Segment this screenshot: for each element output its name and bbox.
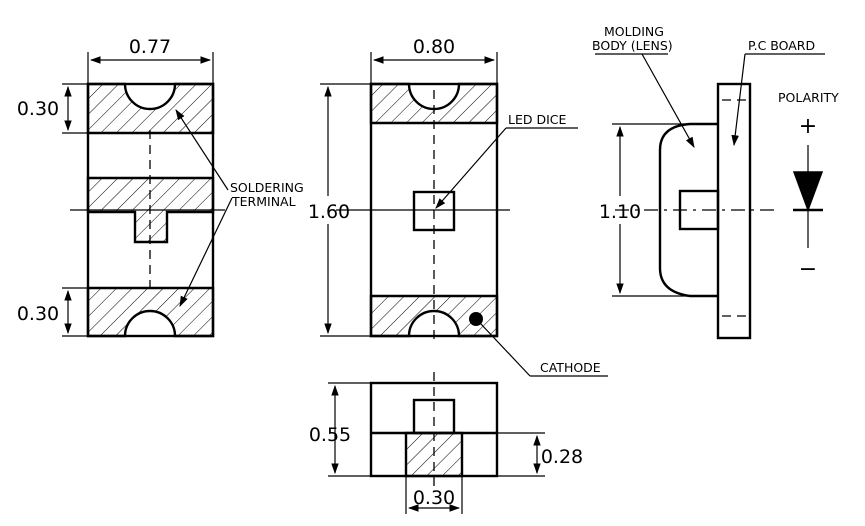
dim-terminal-top: 0.30: [17, 98, 59, 120]
label-polarity: POLARITY: [778, 90, 839, 105]
bottom-view: 0.77 0.30 0.30 SOLDERING TERMINAL: [17, 36, 304, 338]
cathode-mark: [469, 312, 483, 326]
pc-board: [716, 82, 752, 340]
profile-view: 1.10 MOLDING BODY (LENS) P.C BOARD: [592, 24, 825, 340]
dim-terminal-bottom: 0.30: [17, 303, 59, 325]
top-view-bottom-pad: [369, 294, 499, 338]
dim-width-mid: 0.80: [413, 36, 455, 58]
top-view: 0.80 1.60 LED DICE CATHODE: [308, 36, 608, 377]
label-soldering: SOLDERING: [230, 180, 304, 195]
dim-length: 1.60: [308, 201, 350, 223]
dim-side-width: 0.30: [413, 487, 455, 509]
label-led-dice: LED DICE: [508, 112, 567, 127]
polarity-minus: −: [799, 257, 817, 282]
molding-body-lens: [658, 122, 718, 298]
dim-width-left: 0.77: [129, 36, 171, 58]
polarity-plus: +: [799, 114, 817, 139]
label-terminal: TERMINAL: [231, 194, 296, 209]
dim-side-height: 0.55: [309, 424, 351, 446]
bottom-terminal-pad: [86, 286, 215, 338]
side-view: 0.55 0.28 0.30: [309, 372, 583, 514]
label-pc-board: P.C BOARD: [748, 38, 815, 53]
label-body-lens: BODY (LENS): [592, 38, 673, 53]
polarity-symbol: POLARITY + −: [778, 90, 839, 282]
diode-triangle-icon: [792, 171, 824, 213]
top-view-top-pad: [369, 82, 499, 125]
dim-lens-height: 1.10: [599, 201, 641, 223]
dim-side-base: 0.28: [541, 446, 583, 468]
top-terminal-pad: [86, 82, 215, 135]
label-molding: MOLDING: [604, 24, 664, 39]
label-cathode: CATHODE: [540, 360, 601, 375]
